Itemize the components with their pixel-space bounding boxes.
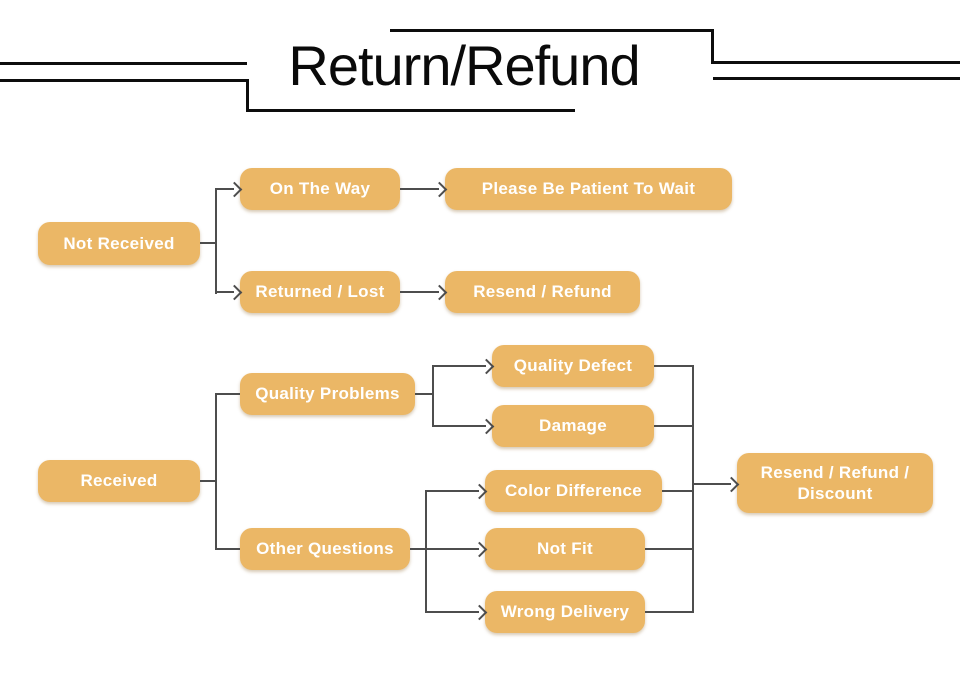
connector-other-questions-split <box>425 490 427 613</box>
node-resend-refund: Resend / Refund <box>445 271 640 313</box>
connector-to-resend-refund-discount <box>692 483 731 485</box>
title-rule-bottom <box>246 109 575 112</box>
title-rule-left-upper <box>0 62 247 65</box>
connector-received-stub <box>200 480 217 482</box>
connector-to-color-difference <box>425 490 479 492</box>
node-on-the-way: On The Way <box>240 168 400 210</box>
node-not-received: Not Received <box>38 222 200 265</box>
node-quality-problems: Quality Problems <box>240 373 415 415</box>
connector-other-questions-stub <box>410 548 427 550</box>
node-not-fit: Not Fit <box>485 528 645 570</box>
connector-not-received-split <box>215 188 217 294</box>
connector-to-quality-problems <box>215 393 240 395</box>
node-color-difference: Color Difference <box>485 470 662 512</box>
connector-to-on-the-way <box>215 188 234 190</box>
title-rule-right-lower <box>713 77 960 80</box>
connector-damage-out <box>654 425 694 427</box>
node-returned-lost: Returned / Lost <box>240 271 400 313</box>
node-please-be-patient-to-wait: Please Be Patient To Wait <box>445 168 732 210</box>
connector-to-wrong-delivery <box>425 611 479 613</box>
title-rule-right-upper <box>711 61 960 64</box>
connector-not-received-stub <box>200 242 217 244</box>
connector-on-the-way-to-please-wait <box>400 188 439 190</box>
connector-quality-defect-out <box>654 365 694 367</box>
connector-to-returned-lost <box>215 291 234 293</box>
node-quality-defect: Quality Defect <box>492 345 654 387</box>
node-wrong-delivery: Wrong Delivery <box>485 591 645 633</box>
connector-wrong-delivery-out <box>645 611 694 613</box>
node-other-questions: Other Questions <box>240 528 410 570</box>
title-rule-top <box>390 29 714 32</box>
node-resend-refund-discount: Resend / Refund / Discount <box>737 453 933 513</box>
title-rule-right-vertical <box>711 29 714 64</box>
connector-color-difference-out <box>662 490 694 492</box>
connector-to-not-fit <box>425 548 479 550</box>
connector-not-fit-out <box>645 548 694 550</box>
connector-quality-problems-stub <box>415 393 434 395</box>
node-received: Received <box>38 460 200 502</box>
connector-collector <box>692 365 694 613</box>
connector-to-other-questions <box>215 548 240 550</box>
connector-to-damage <box>432 425 486 427</box>
connector-quality-problems-split <box>432 365 434 427</box>
connector-to-quality-defect <box>432 365 486 367</box>
title-rule-left-lower <box>0 79 249 82</box>
node-damage: Damage <box>492 405 654 447</box>
connector-returned-lost-to-resend-refund <box>400 291 439 293</box>
page-title: Return/Refund <box>288 34 640 97</box>
title-rule-left-vertical <box>246 79 249 112</box>
connector-received-split <box>215 393 217 550</box>
